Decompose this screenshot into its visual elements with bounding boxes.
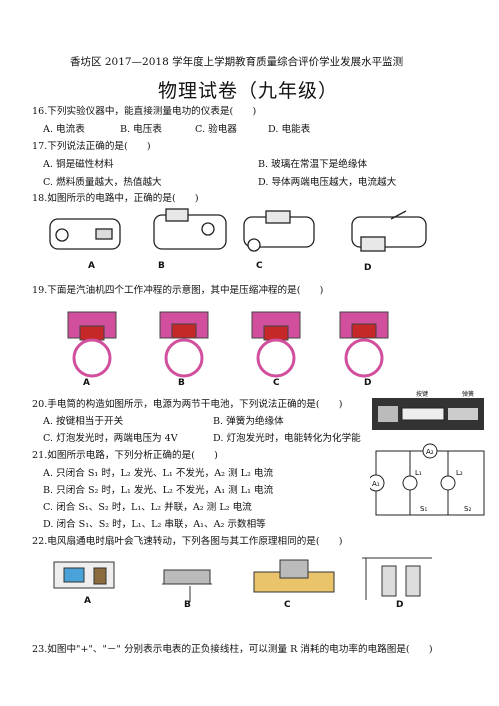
q17-option-c: C. 燃料质量越大，热值越大 [43, 177, 162, 188]
q21-stem: 21.如图所示电路，下列分析正确的是( ) [32, 450, 218, 461]
q20-stem: 20.手电筒的构造如图所示，电源为两节干电池，下列说法正确的是( ) [32, 399, 343, 410]
q16-option-c: C. 验电器 [195, 124, 237, 135]
q18-label-d: D [364, 263, 372, 273]
q21-label-l1: L₁ [415, 469, 422, 477]
exam-header: 香坊区 2017—2018 学年度上学期教育质量综合评价学业发展水平监测 [70, 56, 404, 68]
q23-stem: 23.如图中"+"、"－" 分别表示电表的正负接线柱，可以测量 R 消耗的电功率… [32, 644, 433, 655]
q19-label-a: A [83, 378, 90, 388]
q22-label-a: A [84, 596, 91, 606]
q18-stem: 18.如图所示的电路中，正确的是( ) [32, 193, 199, 204]
q21-label-s1: S₁ [420, 505, 427, 513]
q21-label-l2: L₂ [456, 469, 463, 477]
q19-label-c: C [273, 378, 280, 388]
q20-label-spring: 弹簧 [462, 390, 474, 398]
q19-stem: 19.下面是汽油机四个工作冲程的示意图，其中是压缩冲程的是( ) [32, 285, 324, 296]
q17-option-a: A. 铜是磁性材料 [43, 159, 114, 170]
q21-label-a1: A₁ [372, 480, 380, 488]
q20-option-a: A. 按键相当于开关 [43, 416, 124, 427]
q18-label-a: A [88, 261, 95, 271]
q21-option-b: B. 只闭合 S₂ 时，L₁ 发光、L₂ 不发光，A₁ 测 L₁ 电流 [43, 485, 274, 496]
q16-option-a: A. 电流表 [43, 124, 85, 135]
q22-label-b: B [184, 600, 191, 610]
q22-label-d: D [396, 600, 404, 610]
q22-stem: 22.电风扇通电时扇叶会飞速转动，下列各图与其工作原理相同的是( ) [32, 536, 343, 547]
q21-option-a: A. 只闭合 S₁ 时，L₂ 发光、L₁ 不发光，A₂ 测 L₂ 电流 [43, 468, 274, 479]
q21-circuit-figure: A₁ A₂ L₁ L₂ S₁ S₂ [370, 443, 485, 516]
q21-label-s2: S₂ [464, 505, 471, 513]
q20-flashlight-figure: 按键 弹簧 [372, 390, 484, 430]
q16-option-d: D. 电能表 [268, 124, 311, 135]
q16-stem: 16.下列实验仪器中，能直接测量电功的仪表是( ) [32, 106, 257, 117]
q21-label-a2: A₂ [426, 448, 434, 456]
q20-option-d: D. 灯泡发光时，电能转化为化学能 [213, 433, 361, 444]
q17-option-d: D. 导体两端电压越大，电流越大 [258, 177, 397, 188]
q19-label-b: B [178, 378, 185, 388]
q18-circuit-figures [49, 208, 427, 252]
q17-option-b: B. 玻璃在常温下是绝缘体 [258, 159, 368, 170]
q20-option-b: B. 弹簧为绝缘体 [213, 416, 284, 427]
page-title: 物理试卷（九年级） [158, 80, 339, 102]
q17-stem: 17.下列说法正确的是( ) [32, 141, 151, 152]
q22-figures [53, 557, 432, 602]
q18-label-b: B [158, 261, 165, 271]
q19-engine-figures [67, 311, 389, 378]
q19-label-d: D [364, 378, 372, 388]
q22-label-c: C [284, 600, 291, 610]
q20-option-c: C. 灯泡发光时，两端电压为 4V [43, 433, 178, 444]
q21-option-d: D. 闭合 S₁、S₂ 时，L₁、L₂ 串联，A₁、A₂ 示数相等 [43, 519, 266, 530]
q16-option-b: B. 电压表 [120, 124, 162, 135]
q20-label-button: 按键 [416, 390, 428, 398]
q18-label-c: C [256, 261, 263, 271]
q21-option-c: C. 闭合 S₁、S₂ 时，L₁、L₂ 并联，A₂ 测 L₂ 电流 [43, 502, 252, 513]
